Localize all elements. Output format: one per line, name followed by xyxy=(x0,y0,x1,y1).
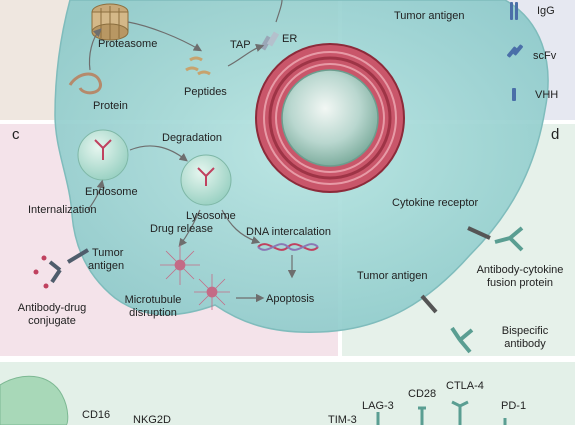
label-drug-release: Drug release xyxy=(150,223,213,235)
panel-e-background xyxy=(0,362,575,425)
label-tumor-antigen-c-line2: antigen xyxy=(88,260,125,272)
antibody-cytokine-fusion-icon xyxy=(494,226,524,252)
label-internalization: Internalization xyxy=(28,204,97,216)
immune-cell xyxy=(0,375,69,425)
label-tumor-antigen-b: Tumor antigen xyxy=(394,10,465,22)
label-endosome: Endosome xyxy=(85,186,138,198)
microtubule-burst-icon xyxy=(160,245,230,310)
label-scfv: scFv xyxy=(533,50,557,62)
label-ctla4: CTLA-4 xyxy=(446,380,484,392)
label-nkg2d: NKG2D xyxy=(133,414,171,426)
label-bispecific-line1: Bispecific xyxy=(501,325,549,337)
label-vhh: VHH xyxy=(535,89,559,101)
label-adc-line2: conjugate xyxy=(28,315,76,327)
label-lysosome: Lysosome xyxy=(186,210,236,222)
label-microtubule-line1: Microtubule xyxy=(124,294,182,306)
label-pd1: PD-1 xyxy=(501,400,527,412)
internalized-antibody-icon xyxy=(94,139,112,160)
protein-icon xyxy=(68,72,102,95)
igg-icon xyxy=(510,2,518,20)
label-cd16: CD16 xyxy=(82,409,111,421)
nucleus-er xyxy=(255,43,405,193)
peptides-icon xyxy=(185,56,211,76)
lysosome-antibody-icon xyxy=(197,167,215,186)
label-er: ER xyxy=(282,33,298,45)
panel-letter-c: c xyxy=(12,126,20,143)
label-microtubule-line2: disruption xyxy=(129,307,177,319)
dna-helix-icon xyxy=(257,243,319,251)
panel-letter-d: d xyxy=(551,126,560,143)
label-cd28: CD28 xyxy=(408,388,437,400)
adc-antibody-icon xyxy=(33,248,90,289)
bispecific-antibody-icon xyxy=(450,326,474,354)
label-protein: Protein xyxy=(93,100,128,112)
label-tumor-antigen-d: Tumor antigen xyxy=(357,270,428,282)
label-proteasome: Proteasome xyxy=(98,38,158,50)
label-fusion-line1: Antibody-cytokine xyxy=(476,264,564,276)
label-lag3: LAG-3 xyxy=(362,400,394,412)
tumor-antigen-d-icon xyxy=(420,294,438,314)
label-fusion-line2: fusion protein xyxy=(486,277,554,289)
label-tim3: TIM-3 xyxy=(328,414,357,426)
scfv-icon xyxy=(507,44,523,58)
label-adc-line1: Antibody-drug xyxy=(17,302,87,314)
label-bispecific-line2: antibody xyxy=(504,338,546,350)
label-apoptosis: Apoptosis xyxy=(266,293,315,305)
label-tumor-antigen-c-line1: Tumor xyxy=(92,247,124,259)
immune-checkpoint-receptors xyxy=(376,400,507,425)
label-peptides: Peptides xyxy=(184,86,227,98)
label-tap: TAP xyxy=(230,39,251,51)
vhh-icon xyxy=(512,88,516,101)
label-cytokine-receptor: Cytokine receptor xyxy=(392,197,479,209)
proteasome-icon xyxy=(91,3,129,41)
label-degradation: Degradation xyxy=(162,132,222,144)
label-dna-intercalation: DNA intercalation xyxy=(246,226,331,238)
cytokine-receptor-icon xyxy=(467,226,491,240)
label-igg: IgG xyxy=(537,5,555,17)
